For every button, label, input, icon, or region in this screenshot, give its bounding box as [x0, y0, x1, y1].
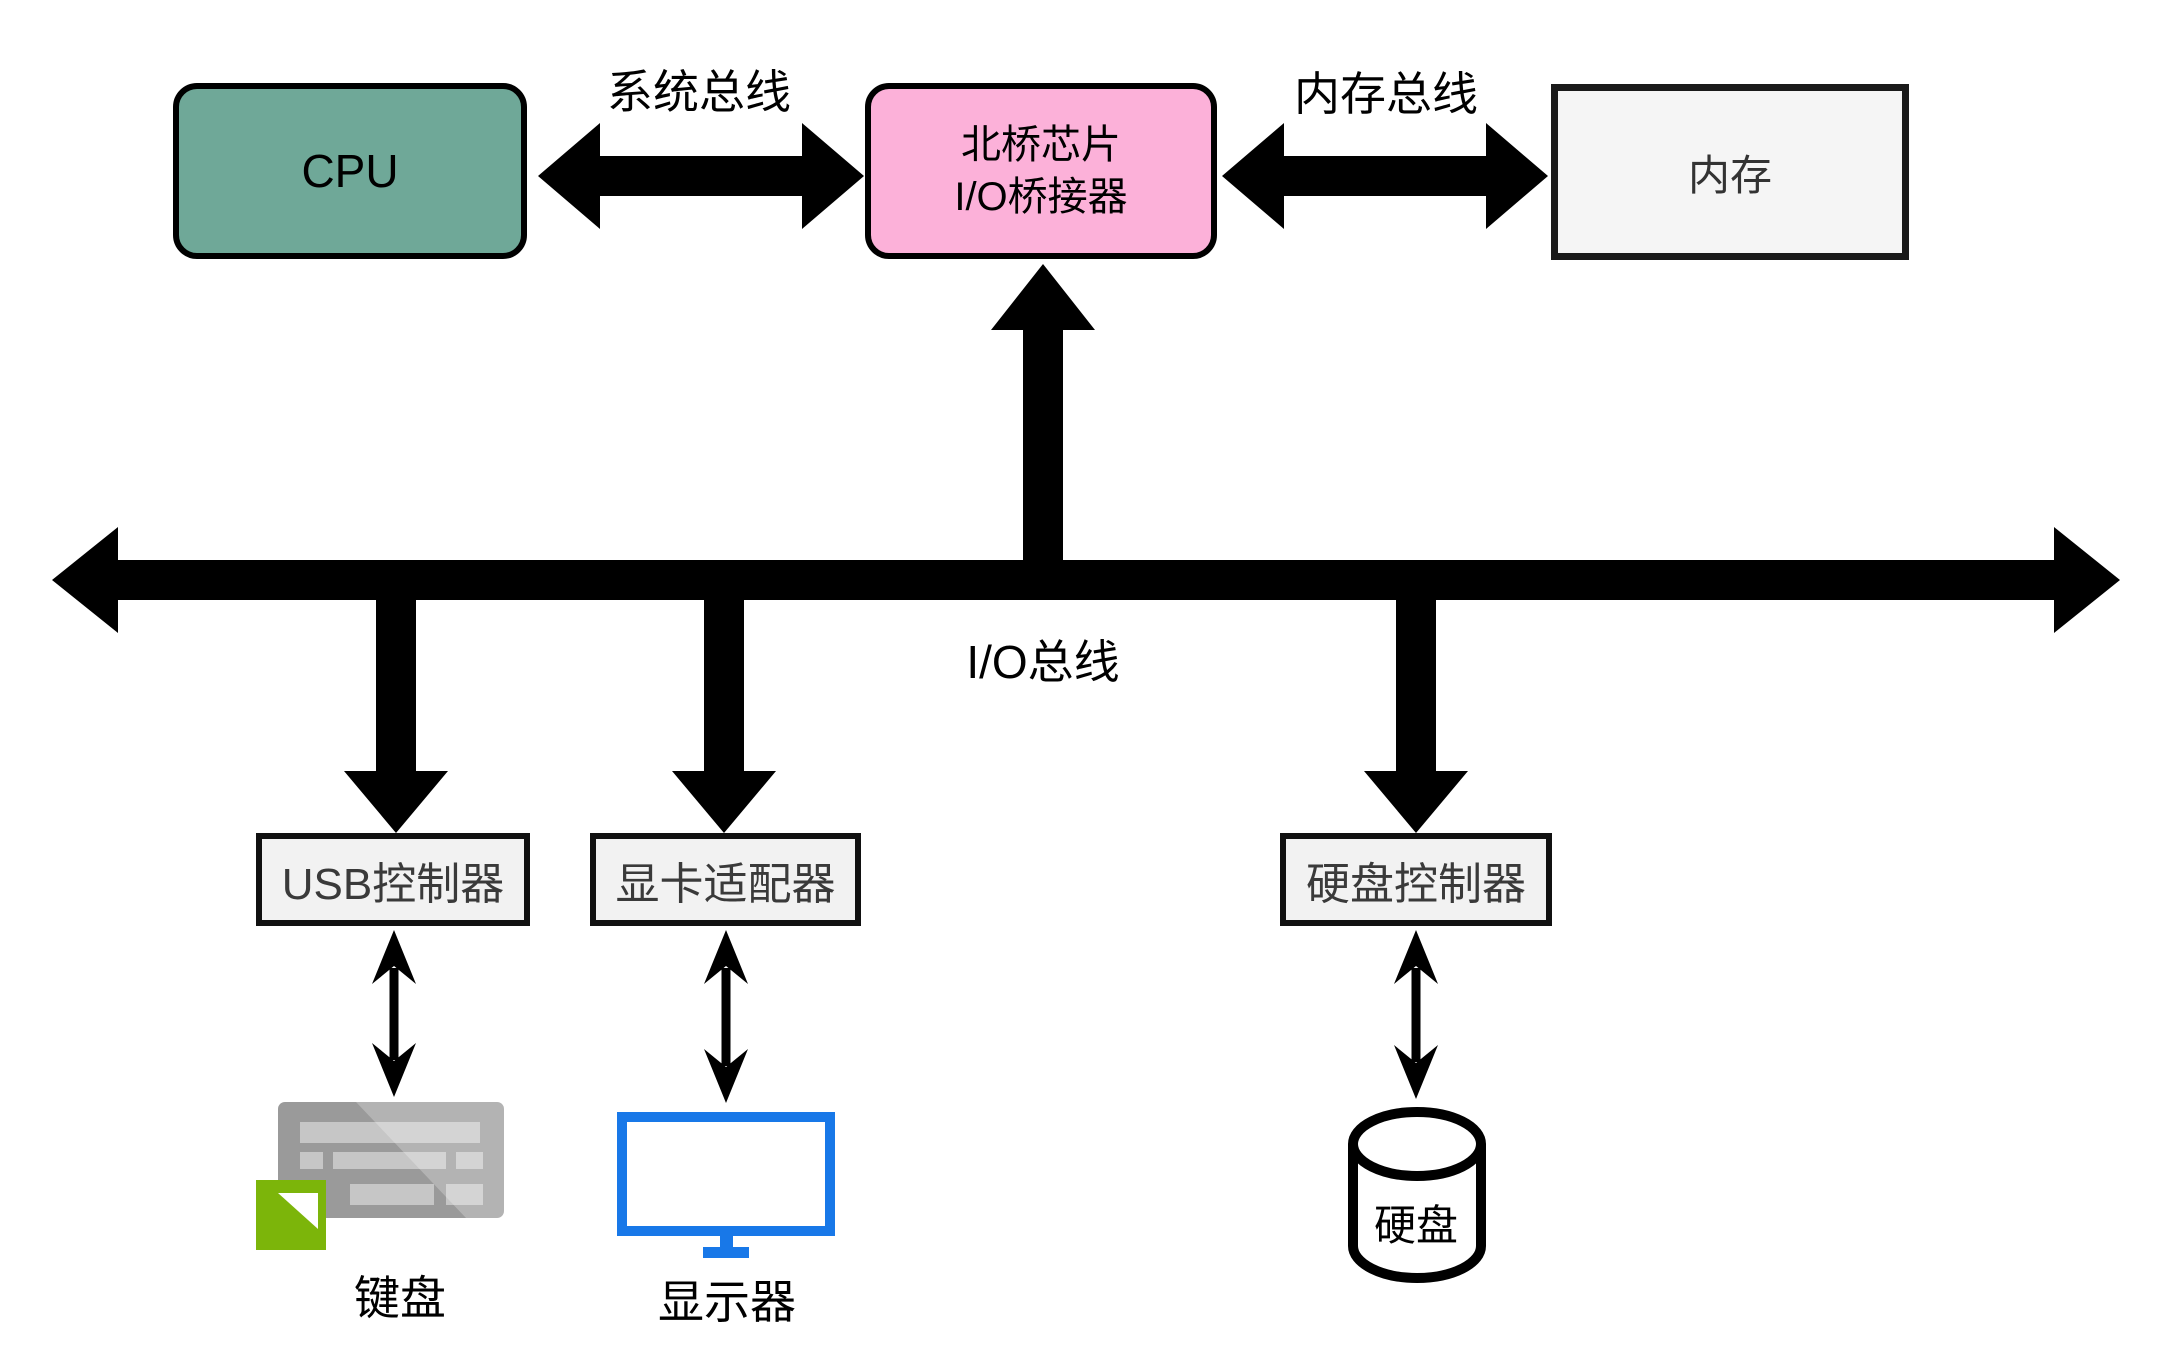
cpu-label: CPU	[301, 145, 399, 197]
northbridge-label-line2: I/O桥接器	[954, 175, 1128, 219]
graphics-adapter-label: 显卡适配器	[615, 859, 836, 909]
graphics-to-monitor-arrow	[704, 930, 748, 1103]
graphics-adapter-node: 显卡适配器	[590, 833, 861, 926]
keyboard-label: 键盘	[354, 1272, 446, 1324]
monitor-icon	[617, 1112, 835, 1258]
green-square-icon	[256, 1180, 326, 1250]
hard-disk-icon	[1348, 1107, 1486, 1283]
system-bus-arrow	[538, 123, 864, 229]
northbridge-node: 北桥芯片 I/O桥接器	[865, 83, 1217, 259]
usb-controller-label: USB控制器	[281, 859, 505, 909]
usb-to-keyboard-arrow	[372, 930, 416, 1097]
cpu-node: CPU	[173, 83, 527, 259]
io-bus-to-disk-arrow	[1364, 596, 1468, 833]
disk-to-harddisk-arrow	[1394, 930, 1438, 1099]
disk-controller-node: 硬盘控制器	[1280, 833, 1552, 926]
monitor-label: 显示器	[658, 1276, 796, 1328]
memory-label: 内存	[1687, 151, 1772, 199]
io-bus-to-usb-arrow	[344, 596, 448, 833]
system-bus-label: 系统总线	[607, 66, 791, 118]
usb-controller-node: USB控制器	[256, 833, 530, 926]
io-bus-label: I/O总线	[966, 636, 1120, 688]
io-bus-to-graphics-arrow	[672, 596, 776, 833]
keyboard-icon	[256, 1102, 504, 1250]
io-bus-line	[52, 527, 2120, 633]
hard-disk-label: 硬盘	[1373, 1202, 1459, 1249]
northbridge-label-line1: 北桥芯片	[961, 123, 1121, 167]
memory-bus-arrow	[1222, 123, 1548, 229]
memory-bus-label: 内存总线	[1294, 68, 1478, 120]
memory-node: 内存	[1551, 84, 1909, 260]
io-bus-to-northbridge-arrow	[991, 264, 1095, 600]
disk-controller-label: 硬盘控制器	[1306, 859, 1526, 909]
